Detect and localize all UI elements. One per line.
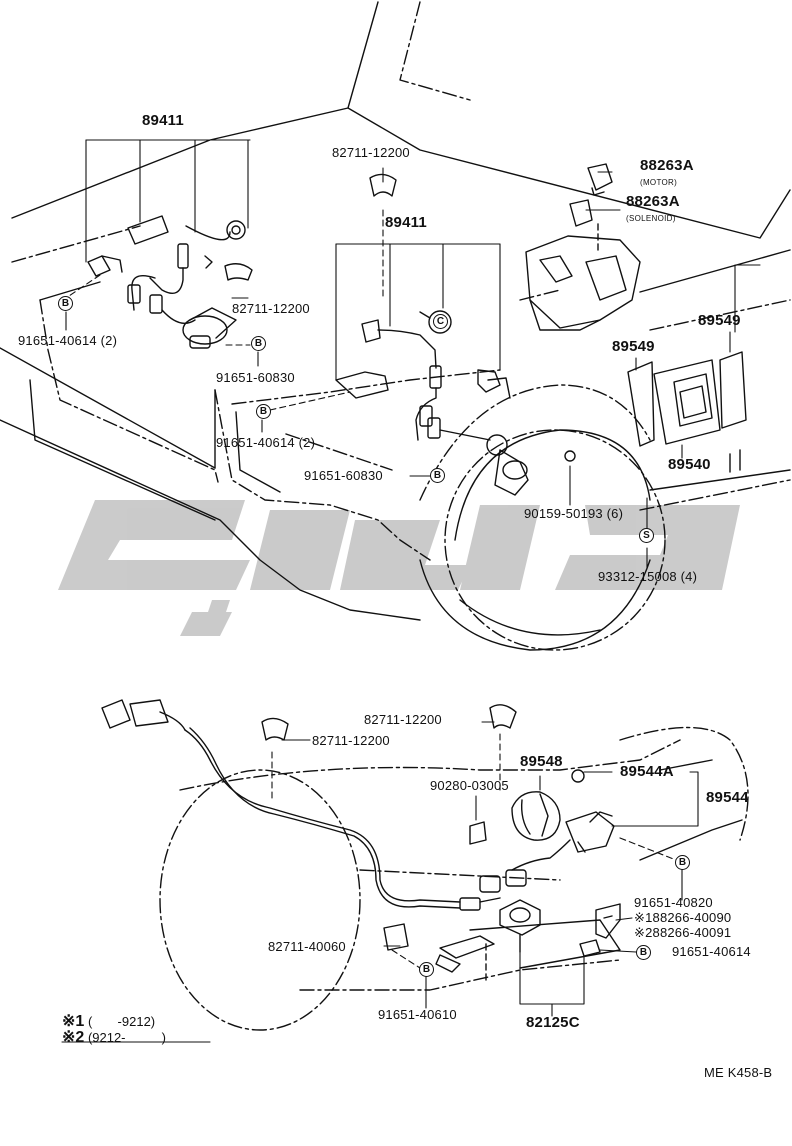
label-188266-40090: ※188266-40090 [634, 910, 732, 925]
label-91651-40610: 91651-40610 [378, 1007, 457, 1022]
label-91651-40614-a: 91651-40614 (2) [18, 333, 118, 348]
label-82711-12200-c: 82711-12200 [364, 712, 442, 727]
bolt-mark-b-5: B [675, 855, 690, 870]
label-82711-12200-top: 82711-12200 [332, 145, 410, 160]
bolt-mark-b-7: B [419, 962, 434, 977]
label-82711-12200-d: 82711-12200 [312, 733, 390, 748]
label-90159-50193: 90159-50193 (6) [524, 506, 624, 521]
label-solenoid-note: (SOLENOID) [626, 214, 676, 223]
bolt-mark-b-4: B [430, 468, 445, 483]
label-90280-03005: 90280-03005 [430, 778, 509, 793]
label-89411-left: 89411 [142, 112, 184, 129]
bolt-mark-b-3: B [256, 404, 271, 419]
bolt-mark-b-1: B [58, 296, 73, 311]
harness-assembly-right [335, 173, 576, 496]
footnote-2-mark: ※2 [62, 1029, 85, 1046]
label-89549-left: 89549 [612, 338, 655, 355]
label-82711-40060: 82711-40060 [268, 939, 346, 954]
actuator-and-ecu [525, 163, 747, 447]
car-body-outline [0, 1, 791, 651]
footnote-2: ※2 (9212- ) [62, 1029, 166, 1046]
leader-lines-bottom [61, 721, 699, 1043]
leader-lines-top [65, 139, 761, 569]
label-motor-note: (MOTOR) [640, 178, 678, 187]
label-93312-15008: 93312-15008 (4) [598, 569, 698, 584]
footnote-1-text: ( -9212) [87, 1014, 156, 1029]
label-91651-40614-c: 91651-40614 [672, 944, 751, 959]
bolt-mark-b-2: B [251, 336, 266, 351]
drawing-code: ME K458-B [704, 1065, 773, 1080]
label-89544: 89544 [706, 789, 749, 806]
label-91651-60830-a: 91651-60830 [216, 370, 295, 385]
label-82711-12200-mid: 82711-12200 [232, 301, 310, 316]
label-88263a-motor: 88263A [640, 157, 694, 174]
label-89411-right: 89411 [385, 214, 427, 231]
speed-sensor-harness [101, 699, 621, 981]
footnote-1: ※1 ( -9212) [62, 1013, 156, 1030]
label-91651-40614-b: 91651-40614 (2) [216, 435, 316, 450]
screw-mark-s: S [639, 528, 654, 543]
label-89549-right: 89549 [698, 312, 741, 329]
label-288266-40091: ※288266-40091 [634, 925, 732, 940]
bolt-mark-b-6: B [636, 945, 651, 960]
footnote-2-text: (9212- ) [87, 1030, 166, 1045]
connector-mark-c: C [433, 314, 448, 329]
footnote-1-mark: ※1 [62, 1013, 85, 1030]
label-91651-60830-b: 91651-60830 [304, 468, 383, 483]
label-89540: 89540 [668, 456, 711, 473]
harness-assembly-left [87, 215, 253, 349]
label-82125c: 82125C [526, 1014, 580, 1031]
label-88263a-solenoid: 88263A [626, 193, 680, 210]
watermark-logo [58, 500, 740, 636]
label-89544a: 89544A [620, 763, 674, 780]
label-89548: 89548 [520, 753, 563, 770]
label-91651-40820: 91651-40820 [634, 895, 713, 910]
